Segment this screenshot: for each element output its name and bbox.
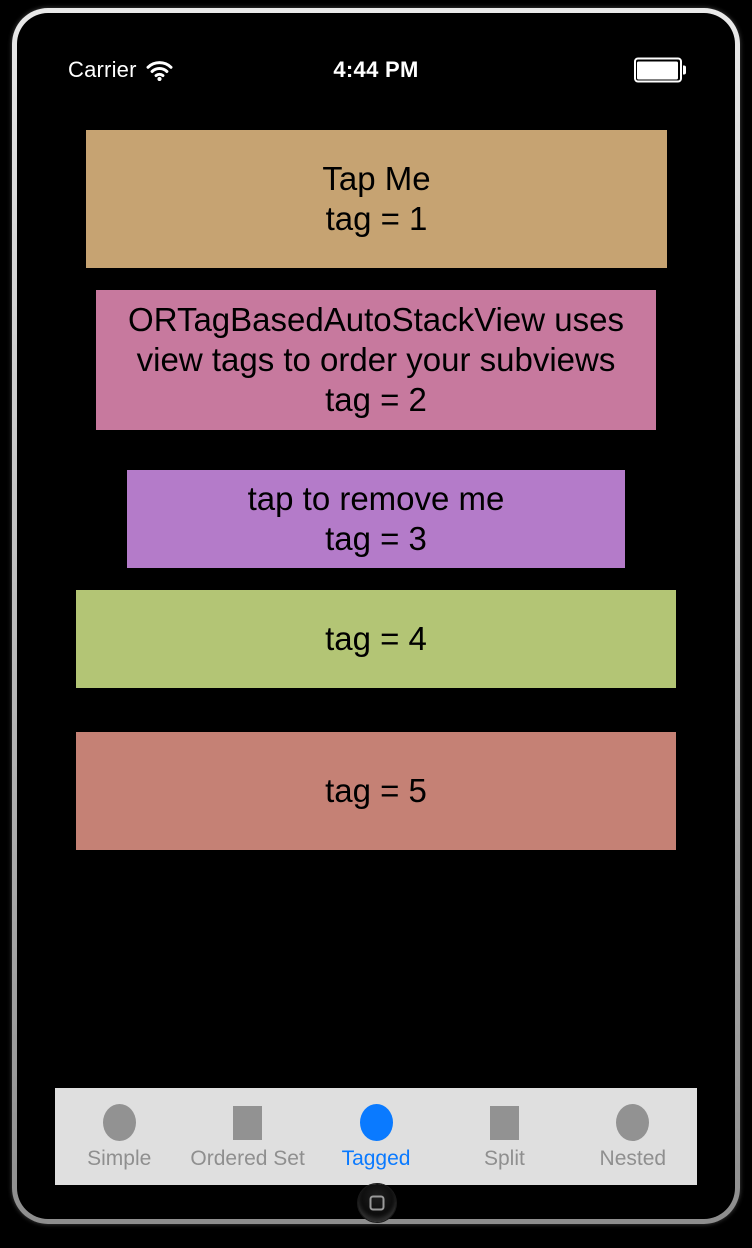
stack-view-tag-3[interactable]: tap to remove me tag = 3 [127, 470, 625, 568]
square-icon [233, 1106, 263, 1140]
circle-icon [616, 1104, 650, 1141]
tab-bar: Simple Ordered Set Tagged Split Nested [55, 1088, 697, 1185]
stack-view-title: ORTagBasedAutoStackView uses view tags t… [128, 301, 624, 378]
stack-view-tag-4[interactable]: tag = 4 [76, 590, 676, 688]
tab-label: Ordered Set [190, 1147, 305, 1170]
tab-simple[interactable]: Simple [55, 1088, 183, 1185]
battery-icon [633, 57, 686, 83]
tab-tagged-selected[interactable]: Tagged [312, 1088, 440, 1185]
wifi-icon [146, 60, 173, 81]
stack-view-title: tap to remove me [247, 480, 505, 517]
tab-label: Split [483, 1147, 525, 1170]
stack-view-tag-label: tag = 2 [325, 381, 427, 418]
status-bar: Carrier 4:44 PM [55, 54, 697, 86]
stack-view-tag-label: tag = 1 [325, 200, 428, 237]
home-button[interactable] [358, 1184, 396, 1222]
circle-icon [102, 1104, 136, 1141]
tab-ordered-set[interactable]: Ordered Set [183, 1088, 311, 1185]
circle-icon [359, 1104, 393, 1141]
carrier-group: Carrier [68, 57, 173, 83]
tab-nested[interactable]: Nested [569, 1088, 697, 1185]
stack-view-title: Tap Me [322, 160, 431, 197]
tab-label: Simple [87, 1147, 152, 1170]
stack-view-tag-label: tag = 5 [325, 772, 427, 809]
tab-label: Nested [599, 1147, 667, 1170]
stack-view-tag-label: tag = 4 [325, 620, 427, 657]
carrier-label: Carrier [68, 57, 137, 82]
square-icon [489, 1106, 519, 1140]
stack-view-tag-1[interactable]: Tap Me tag = 1 [86, 130, 667, 268]
stack-view-tag-5[interactable]: tag = 5 [76, 732, 676, 850]
home-square-icon [369, 1195, 385, 1211]
stack-view-tag-2[interactable]: ORTagBasedAutoStackView uses view tags t… [96, 290, 656, 430]
stack-view-tag-label: tag = 3 [325, 520, 427, 557]
tab-split[interactable]: Split [440, 1088, 568, 1185]
tab-label: Tagged [341, 1147, 411, 1170]
